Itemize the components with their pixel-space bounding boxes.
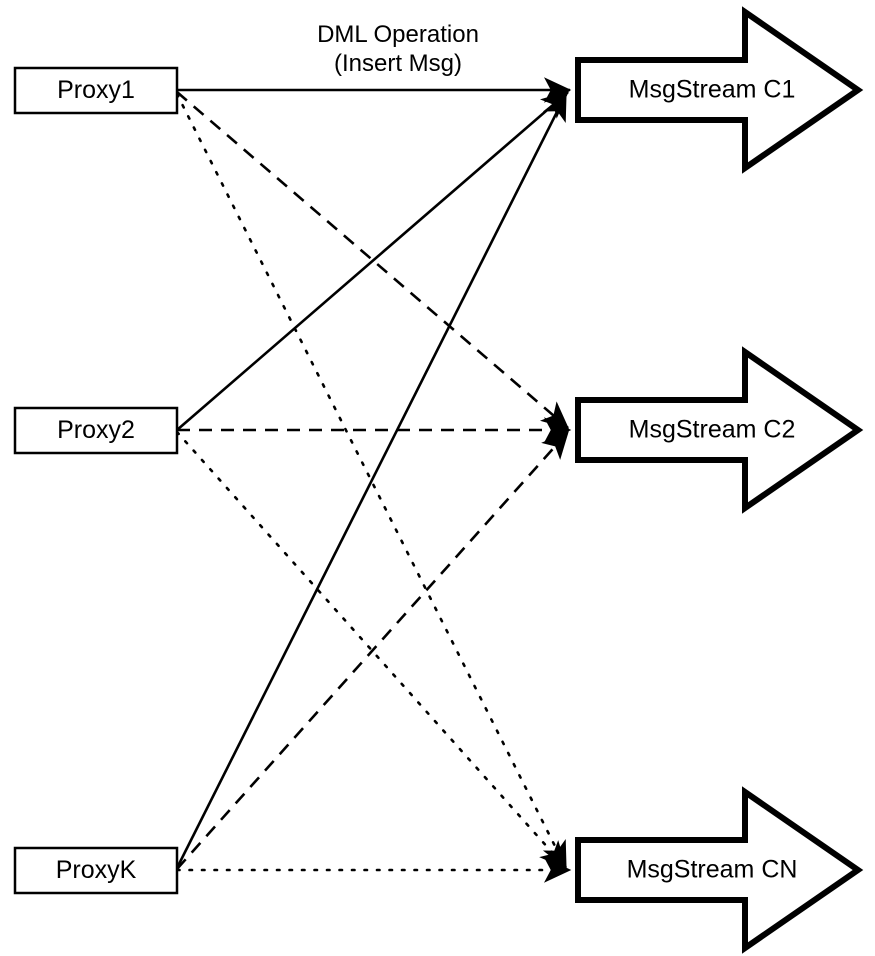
connector-proxyk-to-c1 bbox=[175, 92, 568, 869]
connector-line-dashed bbox=[176, 91, 569, 429]
stream-label: MsgStream C1 bbox=[629, 76, 796, 104]
streams-layer: MsgStream C1 MsgStream C2 MsgStream CN bbox=[575, 6, 864, 954]
connector-proxyk-to-c2 bbox=[176, 431, 569, 870]
stream-node-stream_c1[interactable]: MsgStream C1 bbox=[575, 6, 864, 174]
edge-label-dml-operation: DML Operation (Insert Msg) bbox=[317, 21, 479, 77]
proxy-box-rect bbox=[13, 406, 179, 455]
proxy-label: Proxy1 bbox=[57, 76, 135, 104]
proxy-node-proxyk[interactable]: ProxyK bbox=[13, 846, 179, 895]
connector-proxy2-to-cn bbox=[175, 430, 568, 870]
stream-label: MsgStream CN bbox=[627, 856, 798, 884]
connector-line-solid bbox=[175, 92, 568, 869]
stream-node-stream_c2[interactable]: MsgStream C2 bbox=[575, 346, 864, 514]
connector-line-solid bbox=[176, 91, 569, 431]
proxy-node-proxy1[interactable]: Proxy1 bbox=[13, 66, 179, 115]
proxy-node-proxy2[interactable]: Proxy2 bbox=[13, 406, 179, 455]
proxy-box-rect bbox=[13, 846, 179, 895]
edge-label-line1: DML Operation bbox=[317, 21, 479, 48]
stream-label: MsgStream C2 bbox=[629, 416, 796, 444]
proxy-label: ProxyK bbox=[56, 856, 137, 884]
stream-node-stream_cn[interactable]: MsgStream CN bbox=[575, 786, 864, 954]
connector-proxy1-to-c2 bbox=[176, 91, 569, 429]
edge-label-line2: (Insert Msg) bbox=[334, 50, 462, 77]
stream-block-arrow-shape bbox=[575, 786, 864, 954]
connectors-layer bbox=[175, 77, 572, 883]
connector-proxy2-to-c1 bbox=[176, 91, 569, 431]
connector-line-dashed bbox=[176, 431, 569, 870]
connector-line-dotted bbox=[175, 430, 568, 870]
stream-block-arrow-shape bbox=[575, 346, 864, 514]
proxy-box-rect bbox=[13, 66, 179, 115]
proxy-label: Proxy2 bbox=[57, 416, 135, 444]
stream-block-arrow-shape bbox=[575, 6, 864, 174]
